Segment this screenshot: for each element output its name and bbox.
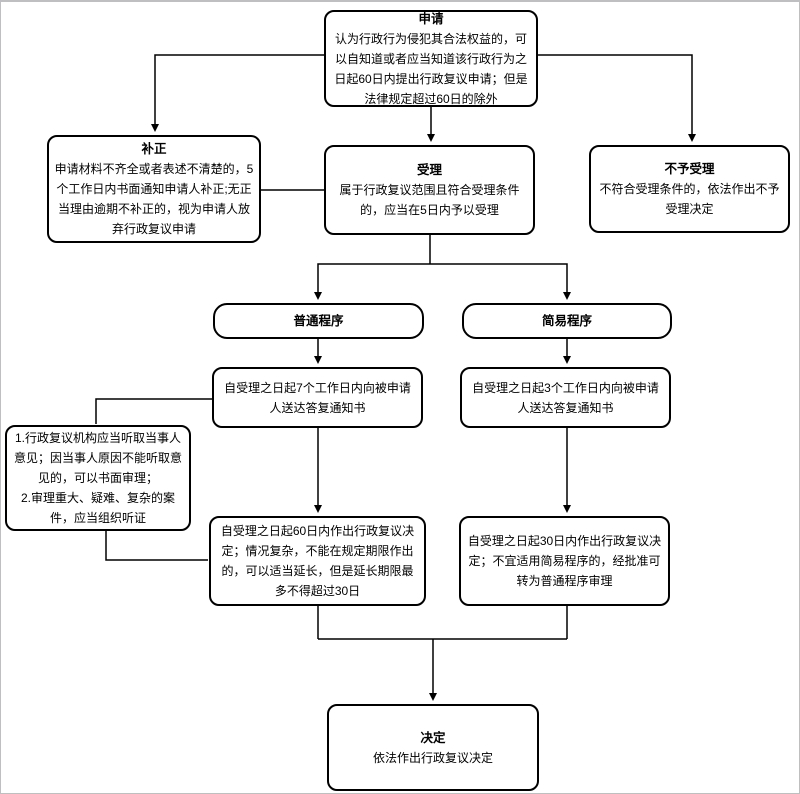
edge-notice7-hearing	[95, 398, 212, 424]
node-reject-title: 不予受理	[664, 162, 715, 176]
node-notice-7days: 自受理之日起7个工作日内向被申请人送达答复通知书	[212, 367, 423, 428]
node-hearing-rules-item1: 1.行政复议机构应当听取当事人意见；因当事人原因不能听取意见的，可以书面审理；	[13, 431, 182, 485]
edge-accept-summary	[430, 263, 571, 300]
node-reject-body: 不符合受理条件的，依法作出不予受理决定	[599, 182, 780, 216]
node-hearing-rules-item2: 2.审理重大、疑难、复杂的案件，应当组织听证	[20, 491, 175, 525]
node-correction-body: 申请材料不齐全或者表述不清楚的，5个工作日内书面通知申请人补正;无正当理由逾期不…	[54, 162, 254, 236]
node-ordinary-procedure-title: 普通程序	[293, 314, 344, 328]
edge-hearing-decide60	[105, 531, 208, 561]
node-summary-procedure-title: 简易程序	[541, 314, 592, 328]
node-apply: 申请 认为行政行为侵犯其合法权益的，可以自知道或者应当知道该行政行为之日起60日…	[324, 10, 538, 107]
node-apply-body: 认为行政行为侵犯其合法权益的，可以自知道或者应当知道该行政行为之日起60日内提出…	[334, 31, 528, 106]
node-correction: 补正 申请材料不齐全或者表述不清楚的，5个工作日内书面通知申请人补正;无正当理由…	[47, 135, 261, 243]
node-reject: 不予受理 不符合受理条件的，依法作出不予受理决定	[589, 145, 790, 233]
node-accept-title: 受理	[416, 163, 442, 177]
edge-apply-correction	[151, 54, 324, 132]
node-summary-procedure: 简易程序	[462, 303, 672, 339]
node-apply-title: 申请	[418, 11, 444, 26]
node-decision: 决定 依法作出行政复议决定	[327, 704, 539, 791]
node-notice-3days: 自受理之日起3个工作日内向被申请人送达答复通知书	[460, 367, 671, 428]
node-decision-title: 决定	[420, 730, 446, 745]
edge-accept-ordinary	[314, 263, 430, 300]
node-decision-body: 依法作出行政复议决定	[372, 750, 493, 765]
node-accept: 受理 属于行政复议范围且符合受理条件的，应当在5日内予以受理	[324, 145, 535, 235]
node-decide-30days-body: 自受理之日起30日内作出行政复议决定；不宜适用简易程序的，经批准可转为普通程序审…	[467, 534, 662, 588]
node-notice-7days-body: 自受理之日起7个工作日内向被申请人送达答复通知书	[224, 380, 411, 415]
node-accept-body: 属于行政复议范围且符合受理条件的，应当在5日内予以受理	[339, 183, 520, 217]
edge-apply-reject	[537, 54, 696, 142]
node-correction-title: 补正	[141, 142, 167, 156]
node-decide-30days: 自受理之日起30日内作出行政复议决定；不宜适用简易程序的，经批准可转为普通程序审…	[459, 516, 670, 606]
node-notice-3days-body: 自受理之日起3个工作日内向被申请人送达答复通知书	[472, 380, 659, 415]
node-ordinary-procedure: 普通程序	[213, 303, 424, 339]
node-decide-60days-body: 自受理之日起60日内作出行政复议决定；情况复杂，不能在规定期限作出的，可以适当延…	[220, 524, 415, 598]
node-hearing-rules: 1.行政复议机构应当听取当事人意见；因当事人原因不能听取意见的，可以书面审理； …	[5, 425, 191, 531]
node-decide-60days: 自受理之日起60日内作出行政复议决定；情况复杂，不能在规定期限作出的，可以适当延…	[209, 516, 426, 606]
